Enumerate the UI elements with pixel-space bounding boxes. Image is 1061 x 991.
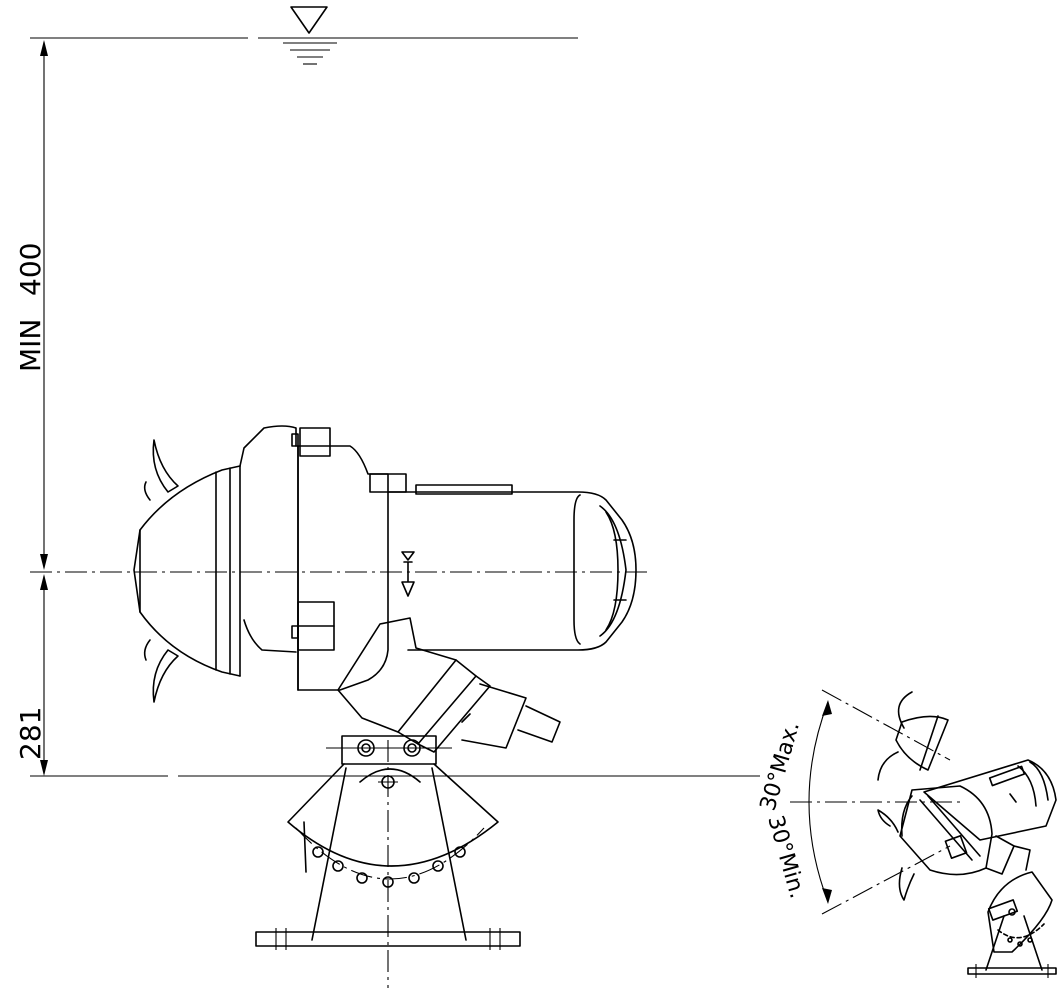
gearbox-angled xyxy=(337,617,561,753)
min-depth-value: 400 xyxy=(14,243,47,296)
tilt-max-label: 30°Max. xyxy=(756,719,805,814)
dimension-min-400: MIN 400 xyxy=(14,40,48,570)
min-depth-prefix: MIN xyxy=(14,319,47,372)
angle-arc xyxy=(808,701,829,903)
mixer-main-view xyxy=(30,425,648,988)
motor-housing xyxy=(369,473,637,651)
direction-arrow xyxy=(401,551,415,597)
small-mixer-base xyxy=(967,871,1057,978)
dimension-281: 281 xyxy=(14,574,48,776)
mounting-bracket xyxy=(326,735,452,765)
ghost-propeller-upper xyxy=(877,691,949,781)
propeller-blades xyxy=(143,439,179,703)
tilting-base xyxy=(287,763,499,941)
propeller-hub xyxy=(133,465,241,677)
gear-housing xyxy=(239,425,389,691)
mixer-tilted-view: 30°Max. 30°Min. xyxy=(756,689,1057,978)
small-mixer-body xyxy=(877,759,1057,901)
water-level-symbol xyxy=(30,6,578,65)
height-value: 281 xyxy=(14,707,47,760)
tilt-min-label: 30°Min. xyxy=(762,813,809,902)
